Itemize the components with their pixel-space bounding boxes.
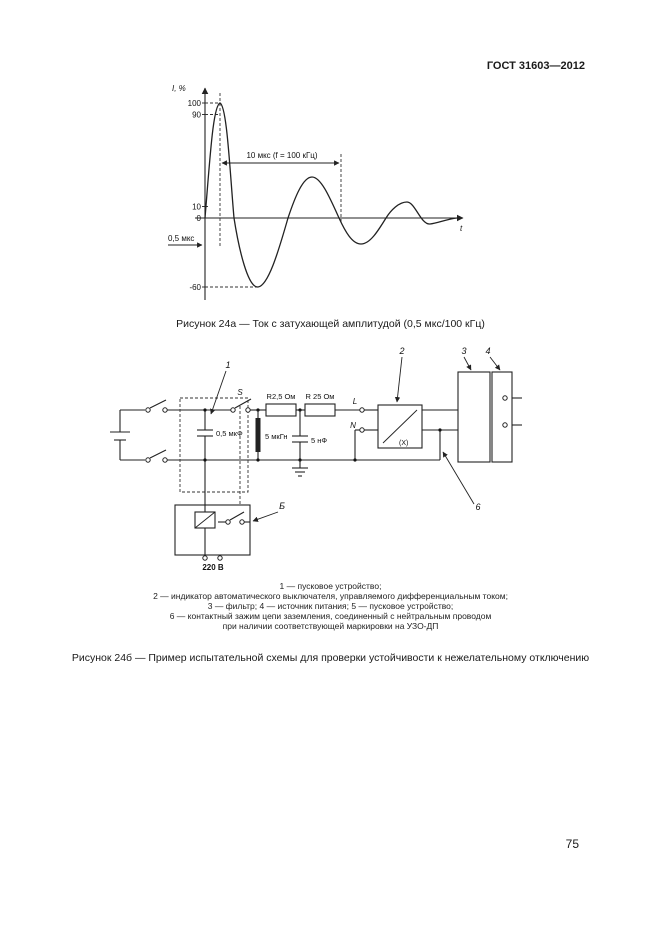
legend-line-4: 6 — контактный зажим цепи заземления, со… [169, 611, 492, 621]
period-note: 10 мкс (f = 100 кГц) [246, 151, 317, 160]
callout-2: 2 [398, 346, 404, 356]
legend-line-1: 1 — пусковое устройство; [279, 581, 382, 591]
tick-minus60: -60 [189, 283, 201, 292]
junction-earth [438, 428, 442, 432]
tick-90: 90 [192, 111, 201, 120]
tick-100: 100 [188, 99, 202, 108]
tick-10: 10 [192, 203, 201, 212]
resistor-25ohm [304, 403, 336, 417]
legend-line-5: при наличии соответствующей маркировки н… [222, 621, 439, 631]
input-switch [145, 399, 168, 463]
callout-4: 4 [485, 346, 490, 356]
capacitor-05uF [197, 408, 213, 505]
tick-0: 0 [197, 214, 202, 223]
capacitor-5nF [292, 408, 308, 462]
relay-box [174, 504, 251, 561]
switch-S-label: S [237, 388, 243, 397]
rcd-indicator-box [377, 404, 423, 449]
filter-box [457, 371, 491, 463]
callout-6-leader [442, 451, 475, 505]
figure-24b-circuit: 0,5 мкФ S 5 мкГн R2,5 Ом R 25 Ом [110, 346, 522, 572]
power-source-box [491, 371, 522, 463]
junction-N [353, 458, 357, 462]
terminal-N-label: N [350, 421, 356, 430]
voltage-label: 220 В [202, 563, 224, 572]
callout-1-leader [210, 370, 227, 415]
terminal-L [359, 407, 365, 413]
damped-waveform-curve [204, 102, 458, 288]
relay-box-label: Б [279, 501, 285, 511]
resistor-2_5ohm [265, 403, 297, 417]
capacitor-05uF-label: 0,5 мкФ [216, 429, 243, 438]
inductor-5uH [255, 408, 261, 462]
caption-figure-24a: Рисунок 24а — Ток с затухающей амплитудо… [176, 318, 485, 330]
callout-2-leader [394, 356, 403, 403]
figure-24a-graph: I, % t 100 90 10 0 -60 10 мкс (f = 100 к… [168, 84, 464, 300]
callout-6: 6 [475, 502, 480, 512]
resistor-25ohm-label: R 25 Ом [306, 392, 335, 401]
trigger-device-box [179, 397, 249, 493]
guide-lines [205, 93, 342, 288]
legend-line-2: 2 — индикатор автоматического выключател… [153, 591, 508, 601]
resistor-2_5ohm-label: R2,5 Ом [267, 392, 296, 401]
x-axis-label: t [460, 224, 463, 233]
caption-figure-24b: Рисунок 24б — Пример испытательной схемы… [71, 652, 590, 664]
callout-4-leader [489, 356, 501, 371]
relay-label-leader [252, 511, 279, 522]
supply-symbol [110, 409, 145, 461]
callout-3: 3 [461, 346, 466, 356]
inductor-label: 5 мкГн [265, 432, 287, 441]
page-number: 75 [565, 837, 579, 851]
earth-symbol [292, 460, 308, 477]
figure-24b-legend: 1 — пусковое устройство; 2 — индикатор а… [0, 581, 661, 631]
standard-number: ГОСТ 31603—2012 [486, 60, 585, 72]
x-mark-label: (X) [399, 440, 408, 447]
y-axis-label: I, % [172, 84, 186, 93]
callout-3-leader [463, 356, 472, 371]
legend-line-3: 3 — фильтр; 4 — источник питания; 5 — пу… [207, 601, 454, 611]
terminal-N [359, 427, 365, 433]
capacitor-5nF-label: 5 нФ [311, 436, 327, 445]
callout-1: 1 [225, 360, 230, 370]
rise-note: 0,5 мкс [168, 234, 194, 243]
terminal-L-label: L [353, 397, 357, 406]
